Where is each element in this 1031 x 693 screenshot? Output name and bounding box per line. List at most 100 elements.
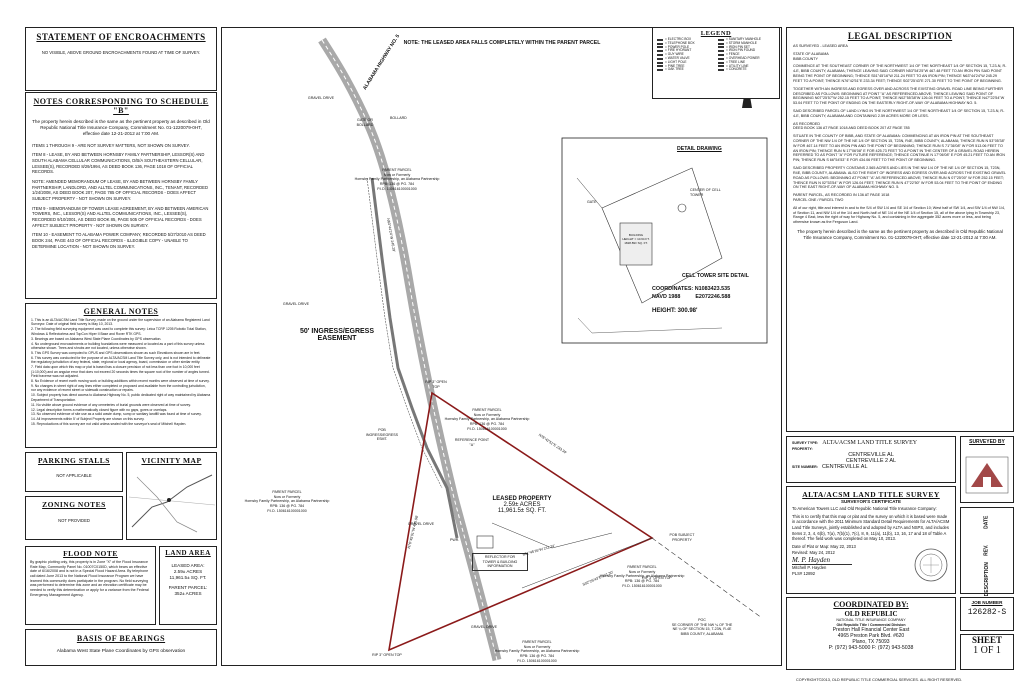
legend-symbol-icon (718, 46, 724, 49)
basis-panel: BASIS OF BEARINGS Alabama West State Pla… (25, 629, 217, 666)
schedule-b-title: NOTES CORRESPONDING TO SCHEDULE "B" (33, 97, 209, 115)
flood-panel: FLOOD NOTE By graphic plotting only, thi… (25, 546, 156, 625)
schedule-b-item: NOTE: AMENDED MEMORANDUM OF LEASE, BY AN… (32, 178, 208, 201)
parent-parcel-line: RPB: 136 @ PG. 784 (469, 422, 505, 427)
legend-item: = IRON PIN FOUND (718, 49, 775, 53)
legend-item: = PINE TREE (657, 63, 714, 69)
site-number-label: SITE NUMBER: (792, 464, 818, 469)
tower-height: HEIGHT: 300.98' (652, 308, 698, 314)
parent-parcel-line: Now or Formerly (523, 644, 551, 649)
certificate-date: Date of Plat or Map: May 22, 2013 (792, 544, 856, 550)
reflector-line: REFLECTOR FOR (484, 555, 516, 559)
legend-item: = ELECTRIC BOX (657, 37, 714, 42)
parent-parcel-line: RPB: 136 @ PG. 784 (624, 579, 660, 584)
legend-symbol-icon (657, 38, 663, 41)
general-note-item: 15. Reproductions of this survey are not… (31, 422, 187, 427)
legend-item-label: = POWER POLE (665, 44, 690, 49)
parent-parcel-line: RPB: 136 @ PG. 784 (269, 504, 305, 509)
surveyor-logo (965, 456, 1009, 494)
legend-symbol-icon (718, 54, 724, 57)
reflector-line: TOWER & BUILDING (482, 559, 518, 564)
general-notes-items: 1. This is an ALTA/ACSM Land Title Surve… (31, 318, 211, 427)
ingress-label-line2: EASEMENT (317, 335, 357, 342)
legend-item: = OAK TREE (657, 68, 714, 72)
poc-line: SE CORNER OF THE NW ¼ OF THE (671, 622, 733, 627)
coordinated-panel: COORDINATED BY: OLD REPUBLIC NATIONAL TI… (786, 597, 956, 670)
legend-item-label: = WATER VALVE (665, 55, 690, 60)
legend-item-label: = GUY WIRE (665, 52, 684, 57)
schedule-b-items: ITEMS 1 THROUGH 9 - ARE NOT SURVEY MATTE… (32, 143, 210, 250)
job-number-panel: JOB NUMBER 126282-S (960, 597, 1014, 631)
parent-parcel-line: Hornsby Family Partnership, an Alabama P… (444, 417, 530, 422)
certificate-revised: Revised: May 24, 2012 (792, 549, 835, 555)
highway-road (318, 37, 502, 662)
schedule-b-panel: NOTES CORRESPONDING TO SCHEDULE "B" The … (25, 92, 217, 299)
job-number-label: JOB NUMBER (971, 600, 1003, 605)
ingress-label: 50' INGRESS/EGRESS EASEMENT (282, 328, 392, 342)
legend-item: = WATER VALVE (657, 55, 714, 61)
parent-parcel-line: Hornsby Family Partnership, an Alabama P… (599, 574, 685, 579)
schedule-b-intro: The property herein described is the sam… (32, 119, 210, 137)
legend-item-label: = IRON PIN FOUND (726, 48, 756, 53)
zoning-panel: ZONING NOTES NOT PROVIDED (25, 496, 123, 540)
revision-label: DATE (983, 515, 990, 529)
building-line: 1828.89± SQ. FT. (624, 240, 648, 245)
survey-map-panel: NOTE: THE LEASED AREA FALLS COMPLETELY W… (221, 27, 782, 666)
gravel-drive-3: GRAVEL DRIVE (407, 522, 435, 526)
legend-symbol-icon (718, 42, 724, 45)
gravel-drive-2: GRAVEL DRIVE (282, 302, 310, 306)
legend-symbol-icon (718, 50, 724, 53)
general-note-item: 14. All improvements within 5' of Subjec… (31, 417, 145, 422)
legend-item-label: = CONCRETE (726, 67, 747, 72)
survey-type-value: ALTA/ACSM LAND TITLE SURVEY (822, 440, 918, 446)
general-note-item: 4. No underground encroachments or build… (31, 341, 205, 351)
certificate-body: This is to certify that this map or plat… (792, 513, 950, 542)
general-notes-title: GENERAL NOTES (83, 307, 159, 316)
legal-closing: The property herein described is the sam… (797, 229, 1003, 240)
legend-symbol-icon (718, 38, 724, 41)
basis-title: BASIS OF BEARINGS (76, 634, 166, 643)
parking-title: PARKING STALLS (38, 456, 110, 465)
schedule-b-item: ITEM 10 - EASEMENT TO ALABAMA POWER COMP… (32, 232, 206, 249)
parent-parcel-line: P.I.D. 150616100001000 (622, 583, 662, 588)
parent-parcel-line: P.I.D. 150616100001000 (467, 426, 507, 431)
legal-paragraph: AS SURVEYED - LEASED AREA (793, 44, 848, 48)
flood-title: FLOOD NOTE (63, 549, 118, 558)
legend-item: = GUY WIRE (657, 52, 714, 57)
land-area-title: LAND AREA (165, 549, 211, 557)
coordinated-phone: P: (972) 943-5000 F: (972) 943-5038 (828, 645, 914, 652)
land-area-line: 2.59± ACRES (173, 568, 203, 574)
survey-map (318, 37, 768, 662)
parent-parcel-line: PARENT PARCEL (382, 168, 412, 172)
parent-parcel-line: Hornsby Family Partnership, an Alabama P… (494, 649, 580, 654)
legend-symbol-icon (657, 61, 663, 64)
copyright: COPYRIGHT©2013, OLD REPUBLIC TITLE COMME… (796, 678, 963, 682)
vicinity-map-title: VICINITY MAP (141, 456, 202, 465)
legal-title: LEGAL DESCRIPTION (847, 31, 953, 41)
general-notes-panel: GENERAL NOTES 1. This is an ALTA/ACSM La… (25, 303, 217, 448)
poc-line: POC (698, 618, 706, 622)
schedule-b-item: ITEM 9 - MEMORANDUM OF TOWER LEASE AGREE… (32, 205, 209, 228)
leased-area-acres: 2.59± ACRES (503, 502, 541, 508)
legal-paragraph: AS RECORDED DEED BOOK 136 AT PAGE 1018 A… (793, 121, 910, 131)
general-note-item: 1. This is an ALTA/ACSM Land Title Surve… (31, 318, 210, 327)
general-note-item: 3. Bearings are based on Alabama West St… (31, 336, 162, 341)
parent-parcel-line: RPB: 136 @ PG. 784 (519, 654, 555, 659)
parent-parcel-line: P.I.D. 150616100001000 (377, 186, 417, 191)
legend-item-label: = PINE TREE (665, 63, 685, 68)
legend-item: = CONCRETE (718, 68, 775, 72)
parent-parcel-line: Now or Formerly (273, 494, 301, 499)
gravel-drive-1: GRAVEL DRIVE (307, 96, 335, 100)
gravel-drive (370, 177, 459, 539)
sheet-value: 1 OF 1 (973, 645, 1001, 656)
legend-symbol-icon (718, 61, 724, 64)
legal-paragraph: TOGETHER WITH AN INGRESS AND EGRESS OVER… (793, 86, 1005, 106)
legend-symbol-icon (718, 65, 724, 68)
tower-navd: NAVD 1988 E2072246.588 (652, 294, 731, 300)
land-area-line: PARENT PARCEL: (168, 584, 208, 590)
